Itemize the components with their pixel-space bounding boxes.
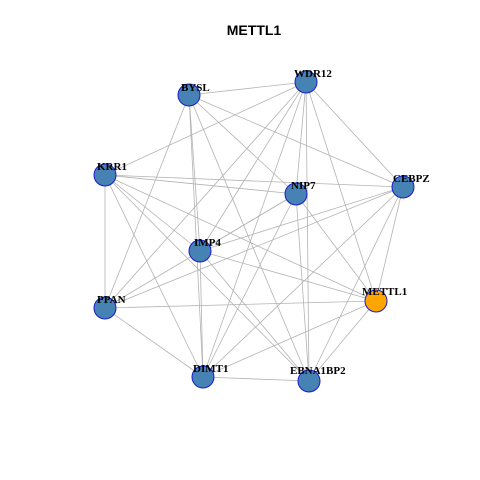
node-ppan[interactable]	[93, 296, 117, 320]
edge-bysl-wdr12	[188, 81, 307, 96]
node-dimt1[interactable]	[191, 365, 215, 389]
node-label-krr1: KRR1	[97, 161, 127, 173]
edge-nip7-mettl1	[295, 193, 377, 302]
node-label-ebna1bp2: EBNA1BP2	[290, 365, 346, 377]
edge-nip7-dimt1	[202, 193, 297, 378]
edge-wdr12-imp4	[199, 81, 307, 252]
edge-layer	[104, 81, 404, 382]
node-krr1[interactable]	[93, 163, 117, 187]
node-label-wdr12: WDR12	[294, 68, 332, 80]
node-label-cebpz: CEBPZ	[393, 173, 430, 185]
graph-title: METTL1	[227, 22, 282, 38]
edge-imp4-dimt1	[199, 250, 204, 378]
edge-krr1-dimt1	[104, 174, 204, 378]
node-label-ppan: PPAN	[97, 294, 126, 306]
edge-wdr12-mettl1	[305, 81, 377, 302]
edge-cebpz-ppan	[104, 186, 404, 309]
edge-imp4-ebna1bp2	[199, 250, 310, 382]
edge-bysl-dimt1	[188, 94, 204, 378]
edge-cebpz-mettl1	[375, 186, 404, 302]
edge-ebna1bp2-mettl1	[308, 300, 377, 382]
node-label-mettl1: METTL1	[362, 286, 407, 298]
edge-cebpz-imp4	[199, 186, 404, 252]
edge-wdr12-krr1	[104, 81, 307, 176]
node-imp4[interactable]	[188, 239, 212, 263]
node-wdr12[interactable]	[294, 70, 318, 94]
edge-ppan-dimt1	[104, 307, 204, 378]
edge-cebpz-dimt1	[202, 186, 404, 378]
node-bysl[interactable]	[177, 83, 201, 107]
edge-dimt1-mettl1	[202, 300, 377, 378]
node-nip7[interactable]	[284, 182, 308, 206]
edge-krr1-ebna1bp2	[104, 174, 310, 382]
edge-wdr12-dimt1	[202, 81, 307, 378]
edge-ppan-mettl1	[104, 300, 377, 309]
edge-wdr12-cebpz	[305, 81, 404, 188]
edge-bysl-nip7	[188, 94, 297, 195]
edge-nip7-ebna1bp2	[295, 193, 310, 382]
edge-dimt1-ebna1bp2	[202, 376, 310, 382]
edge-krr1-nip7	[104, 174, 297, 195]
edge-wdr12-nip7	[295, 81, 307, 195]
edge-krr1-imp4	[104, 174, 201, 252]
node-mettl1[interactable]	[364, 289, 388, 313]
edge-imp4-mettl1	[199, 250, 377, 302]
node-ebna1bp2[interactable]	[297, 369, 321, 393]
edge-bysl-ppan	[104, 94, 190, 309]
edge-bysl-ebna1bp2	[188, 94, 310, 382]
node-cebpz[interactable]	[391, 175, 415, 199]
node-label-dimt1: DIMT1	[193, 363, 228, 375]
edge-cebpz-ebna1bp2	[308, 186, 404, 382]
edge-bysl-cebpz	[188, 94, 404, 188]
node-label-imp4: IMP4	[194, 237, 221, 249]
edge-wdr12-ebna1bp2	[305, 81, 310, 382]
node-layer	[93, 70, 415, 393]
node-label-nip7: NIP7	[291, 180, 316, 192]
node-label-bysl: BYSL	[181, 82, 210, 94]
edge-wdr12-ppan	[104, 81, 307, 309]
edge-bysl-imp4	[188, 94, 201, 252]
edge-krr1-cebpz	[104, 174, 404, 188]
